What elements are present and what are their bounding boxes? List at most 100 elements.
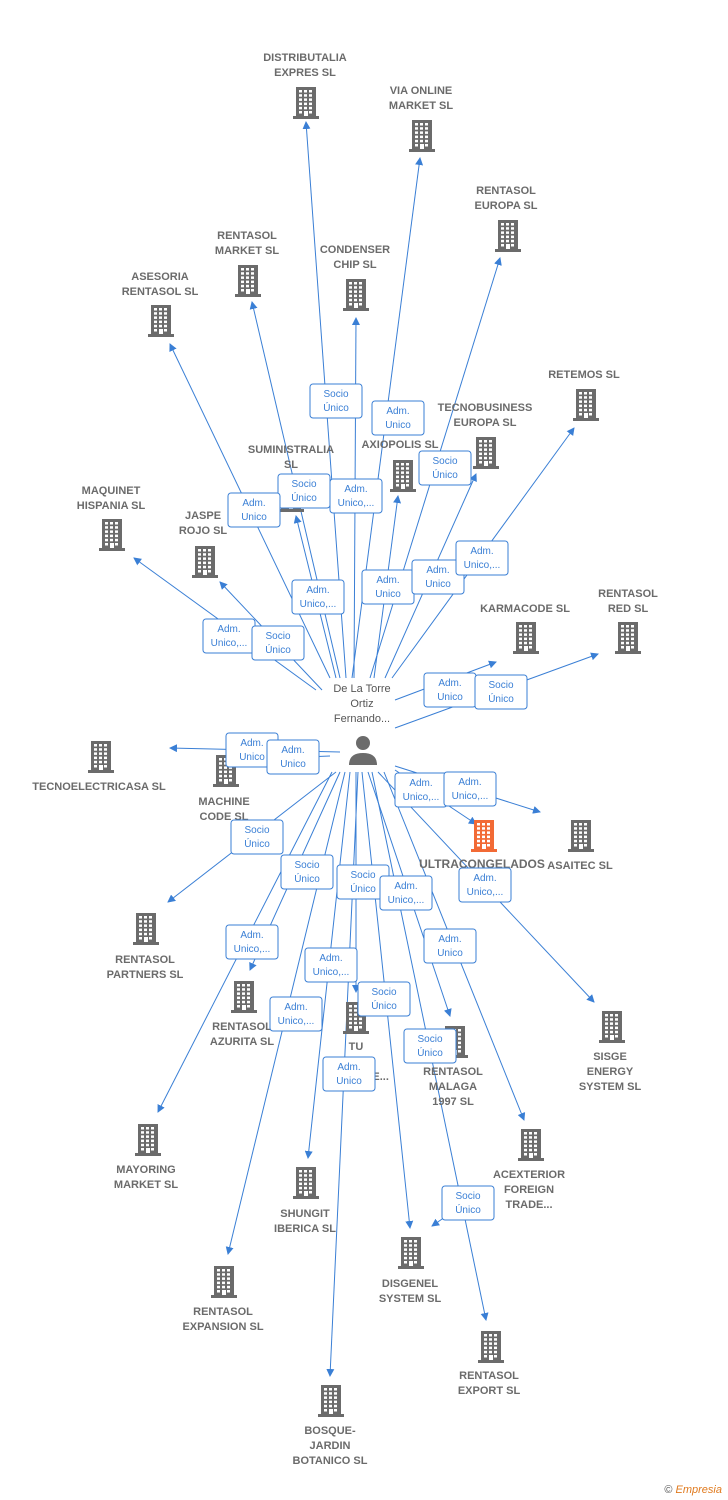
role-badge[interactable]: Adm.Unico (411, 559, 465, 595)
company-node-rentasol-market[interactable]: RENTASOL MARKET SL (215, 230, 279, 297)
company-label: 1997 SL (432, 1096, 474, 1108)
company-label: HISPANIA SL (77, 500, 146, 512)
company-label: RED SL (608, 603, 649, 615)
company-label: AZURITA SL (210, 1036, 274, 1048)
company-label: PARTNERS SL (107, 969, 184, 981)
role-badge-text: Socio (323, 389, 348, 400)
company-node-axiopolis[interactable]: AXIOPOLIS SL (361, 439, 439, 492)
company-label: SL (284, 459, 298, 471)
company-node-asaitec[interactable]: ASAITEC SL (547, 820, 613, 872)
building-icon (148, 305, 174, 337)
building-icon (293, 87, 319, 119)
role-badge-text: Unico,... (338, 498, 375, 509)
role-badge[interactable]: Adm.Unico (371, 400, 425, 436)
building-icon (599, 1011, 625, 1043)
company-label: ROJO SL (179, 525, 228, 537)
company-label: RENTASOL SL (122, 286, 199, 298)
company-label: SISGE (593, 1051, 627, 1063)
role-badge-text: Unico (239, 752, 265, 763)
role-badge[interactable]: Adm.Unico (227, 492, 281, 528)
company-label: IBERICA SL (274, 1223, 336, 1235)
role-badge[interactable]: Adm.Unico,... (458, 867, 512, 903)
company-label: MALAGA (429, 1081, 477, 1093)
company-node-tecnoelectricasa[interactable]: TECNOELECTRICASA SL (32, 741, 166, 793)
company-label: AXIOPOLIS SL (361, 439, 438, 451)
role-badge[interactable]: Adm.Unico,... (329, 478, 383, 514)
company-label: MARKET SL (215, 245, 279, 257)
role-badge-text: Único (244, 837, 270, 850)
company-node-karmacode[interactable]: KARMACODE SL (480, 603, 570, 654)
role-badge[interactable]: Adm.Unico,... (304, 947, 358, 983)
building-icon (318, 1385, 344, 1417)
role-badge-text: Unico (437, 948, 463, 959)
role-badge-text: Unico,... (388, 895, 425, 906)
role-badge-text: Único (323, 401, 349, 414)
role-badge[interactable]: Adm.Unico (423, 672, 477, 708)
role-badge[interactable]: Adm.Unico (361, 569, 415, 605)
role-badge-text: Unico,... (278, 1016, 315, 1027)
role-badge-text: Unico (425, 579, 451, 590)
company-label: RENTASOL (115, 954, 175, 966)
building-icon (231, 981, 257, 1013)
building-icon (211, 1266, 237, 1298)
role-badge[interactable]: Adm.Unico,... (443, 771, 497, 807)
role-badge[interactable]: Adm.Unico,... (455, 540, 509, 576)
role-badge[interactable]: Adm.Unico,... (379, 875, 433, 911)
company-label: DISTRIBUTALIA (263, 52, 347, 64)
company-label: RENTASOL (193, 1306, 253, 1318)
role-badge[interactable]: Adm.Unico (266, 739, 320, 775)
person-icon (349, 736, 377, 765)
company-node-acexterior[interactable]: ACEXTERIORFOREIGNTRADE... (493, 1129, 565, 1211)
role-badge[interactable]: Adm.Unico (322, 1056, 376, 1092)
role-badge[interactable]: Adm.Unico,... (291, 579, 345, 615)
role-badge[interactable]: Adm.Unico (423, 928, 477, 964)
role-badge-text: Adm. (438, 678, 461, 689)
brand-name: Empresia (675, 1484, 722, 1496)
building-icon (343, 279, 369, 311)
role-badge-text: Unico (385, 420, 411, 431)
role-badge-text: Adm. (284, 1002, 307, 1013)
role-badge[interactable]: Adm. Unico,... (269, 996, 323, 1032)
role-badge-text: Adm. (337, 1062, 360, 1073)
role-badge[interactable]: Adm.Unico,... (225, 924, 279, 960)
role-badge[interactable]: Adm.Unico,... (202, 618, 256, 654)
company-node-rentasol-partners[interactable]: RENTASOL PARTNERS SL (107, 913, 184, 981)
company-label: RENTASOL (217, 230, 277, 242)
building-icon (398, 1237, 424, 1269)
company-label: SUMINISTRALIA (248, 444, 334, 456)
company-node-retemos[interactable]: RETEMOS SL (548, 369, 620, 421)
company-label: KARMACODE SL (480, 603, 570, 615)
role-badge[interactable]: Adm.Unico,... (394, 772, 448, 808)
role-badge-text: Único (417, 1046, 443, 1059)
person-node[interactable]: De La TorreOrtizFernando... (333, 683, 391, 765)
